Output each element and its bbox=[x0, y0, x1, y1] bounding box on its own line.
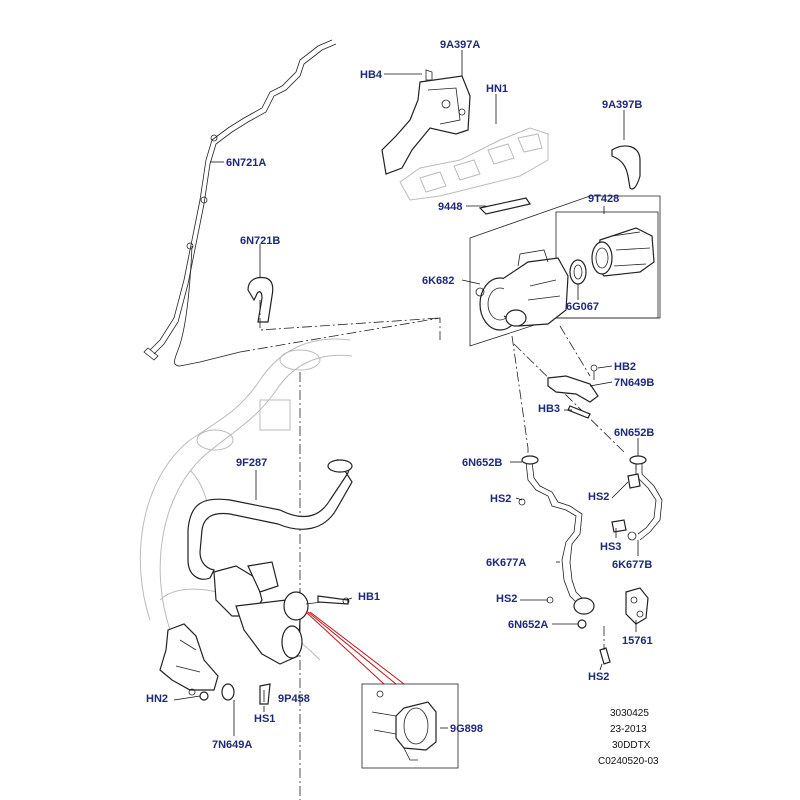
turbocharger-6k682[interactable] bbox=[475, 249, 569, 331]
nut-hn2[interactable] bbox=[199, 691, 209, 701]
label-6k682[interactable]: 6K682 bbox=[422, 275, 454, 287]
exhaust-manifold bbox=[399, 127, 549, 201]
label-6k677b[interactable]: 6K677B bbox=[612, 559, 652, 571]
label-hs2-right[interactable]: HS2 bbox=[588, 491, 609, 503]
label-7n649a[interactable]: 7N649A bbox=[212, 739, 252, 751]
label-6n652a[interactable]: 6N652A bbox=[508, 619, 548, 631]
label-9p458[interactable]: 9P458 bbox=[278, 693, 310, 705]
egr-valve-9p458[interactable] bbox=[213, 561, 339, 665]
oil-pipe-6k677b[interactable] bbox=[611, 455, 663, 541]
reference-line-3: 30DDTX bbox=[612, 740, 651, 751]
label-6k677a[interactable]: 6K677A bbox=[486, 557, 526, 569]
label-9f287[interactable]: 9F287 bbox=[236, 457, 267, 469]
heat-shield-9a397a[interactable] bbox=[381, 69, 471, 175]
intake-pipe-9f287[interactable] bbox=[187, 459, 353, 580]
label-7n649b[interactable]: 7N649B bbox=[614, 377, 654, 389]
label-9g898[interactable]: 9G898 bbox=[450, 723, 483, 735]
washer-hs1[interactable] bbox=[221, 683, 235, 701]
stud[interactable] bbox=[259, 683, 271, 705]
label-hs2-lower[interactable]: HS2 bbox=[588, 671, 609, 683]
label-6n652b-left[interactable]: 6N652B bbox=[462, 457, 502, 469]
actuator-9g898[interactable] bbox=[371, 690, 437, 761]
box-6k682 bbox=[469, 195, 661, 347]
banjo-6n652a[interactable] bbox=[577, 619, 587, 629]
label-9a397a[interactable]: 9A397A bbox=[440, 39, 480, 51]
part-labels: 9A397A HB4 HN1 9A397B 6N721A 9448 9T428 … bbox=[146, 39, 654, 751]
label-9448[interactable]: 9448 bbox=[438, 201, 462, 213]
label-hs2-left[interactable]: HS2 bbox=[490, 493, 511, 505]
reference-line-1: 3030425 bbox=[610, 708, 649, 719]
bracket-7n649b[interactable] bbox=[547, 364, 599, 403]
label-15761[interactable]: 15761 bbox=[622, 635, 653, 647]
label-hs2-mid[interactable]: HS2 bbox=[496, 593, 517, 605]
reference-block: 3030425 23-2013 30DDTX C0240520-03 bbox=[598, 708, 659, 767]
label-hb1[interactable]: HB1 bbox=[358, 591, 380, 603]
label-6n721a[interactable]: 6N721A bbox=[226, 157, 266, 169]
label-hs3[interactable]: HS3 bbox=[600, 541, 621, 553]
label-6g067[interactable]: 6G067 bbox=[566, 301, 599, 313]
label-6n652b-right[interactable]: 6N652B bbox=[614, 427, 654, 439]
gasket-9448[interactable] bbox=[478, 197, 531, 215]
label-9a397b[interactable]: 9A397B bbox=[602, 99, 642, 111]
label-hs1[interactable]: HS1 bbox=[254, 713, 275, 725]
catalyst-9t428[interactable] bbox=[591, 227, 655, 277]
bolt-hb3[interactable] bbox=[567, 405, 591, 419]
bolt-hb1[interactable] bbox=[317, 595, 350, 605]
reference-line-4: C0240520-03 bbox=[598, 756, 659, 767]
gasket-15761[interactable] bbox=[625, 587, 649, 625]
box-9g898 bbox=[361, 683, 459, 769]
label-hn2[interactable]: HN2 bbox=[146, 693, 168, 705]
bracket-7n649a[interactable] bbox=[159, 623, 219, 696]
label-hn1[interactable]: HN1 bbox=[486, 83, 508, 95]
oil-pipe-6k677a[interactable] bbox=[518, 455, 595, 615]
label-6n721b[interactable]: 6N721B bbox=[240, 235, 280, 247]
pipe-6n721a[interactable] bbox=[143, 39, 337, 367]
hose-6n721b[interactable] bbox=[247, 276, 274, 323]
seal-6g067[interactable] bbox=[569, 259, 587, 285]
label-hb3[interactable]: HB3 bbox=[538, 403, 560, 415]
reference-line-2: 23-2013 bbox=[610, 724, 647, 735]
detail-leader-lines bbox=[305, 611, 405, 685]
label-hb2-upper[interactable]: HB2 bbox=[614, 361, 636, 373]
heat-shield-9a397b[interactable] bbox=[611, 145, 641, 190]
label-leaders bbox=[173, 50, 639, 736]
bolt-hs2-lower[interactable] bbox=[599, 626, 611, 665]
assembly-centerlines bbox=[239, 300, 637, 800]
label-hb4[interactable]: HB4 bbox=[360, 69, 383, 81]
label-9t428[interactable]: 9T428 bbox=[588, 193, 619, 205]
